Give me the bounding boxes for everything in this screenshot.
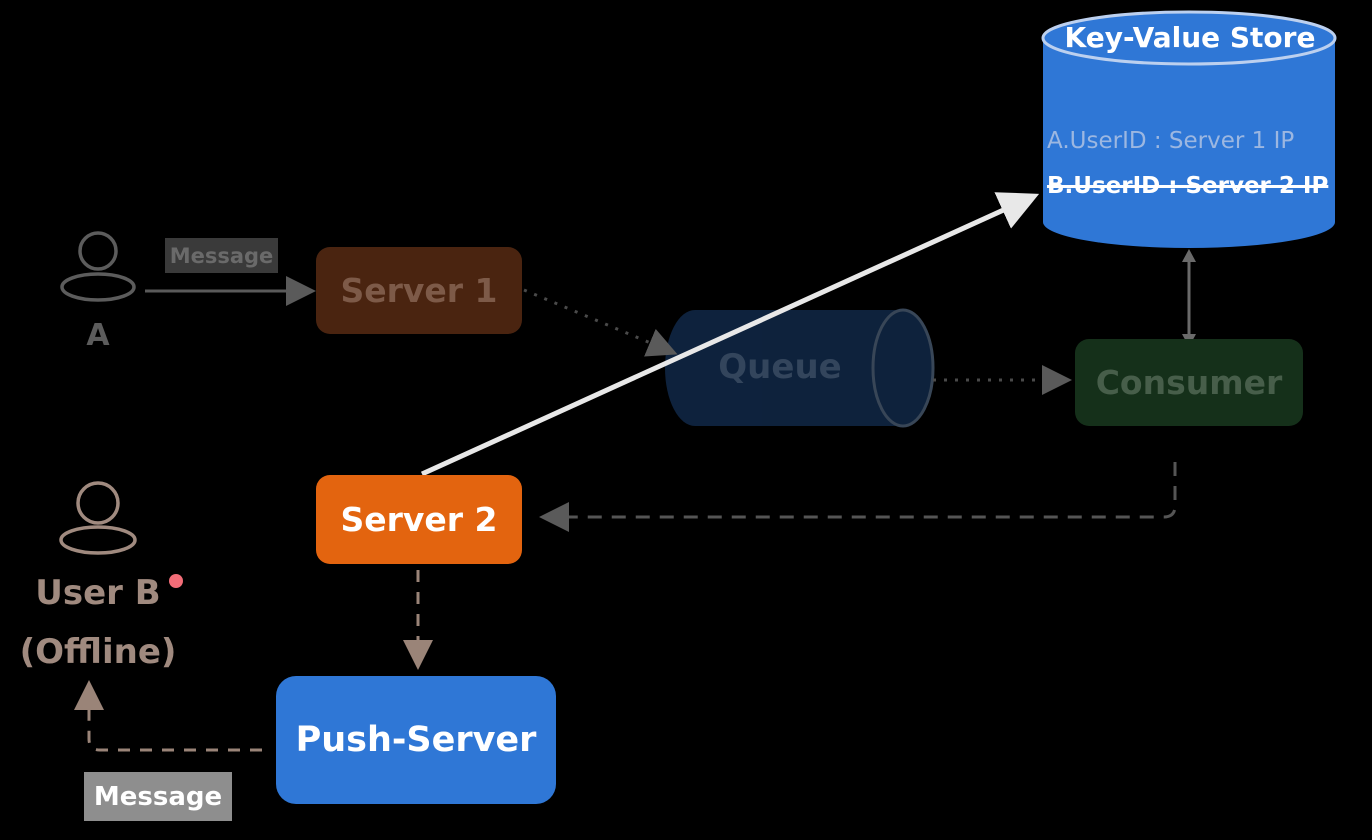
- server2-node: Server 2: [316, 475, 522, 564]
- server1-node: Server 1: [316, 247, 522, 334]
- user-b-status-label: (Offline): [19, 632, 177, 672]
- consumer-node: Consumer: [1075, 339, 1303, 426]
- message-badge: Message: [165, 238, 278, 273]
- push-server-node: Push-Server: [276, 676, 556, 804]
- kv-entry: A.UserID : Server 1 IP: [1047, 128, 1295, 154]
- queue-cylinder: [665, 308, 935, 428]
- arrow-push-to-userb: [74, 680, 262, 752]
- arrow-server2-to-kvstore: [420, 192, 1040, 477]
- kv-store-title: Key-Value Store: [1064, 21, 1316, 54]
- kv-store-cylinder: [1041, 10, 1337, 248]
- queue-label: Queue: [718, 347, 842, 387]
- person-icon: [60, 231, 136, 302]
- arrow-server1-to-queue: [523, 288, 678, 357]
- message-badge: Message: [84, 772, 232, 821]
- arrowhead-up: [1182, 249, 1196, 262]
- person-icon: [59, 481, 137, 555]
- kv-entry: B.UserID : Server 2 IP: [1047, 173, 1329, 199]
- offline-status-dot: [169, 574, 183, 588]
- user-b-label: User B: [35, 573, 161, 613]
- arrow-consumer-to-server2: [539, 462, 1177, 532]
- actor-a-label: A: [86, 318, 110, 353]
